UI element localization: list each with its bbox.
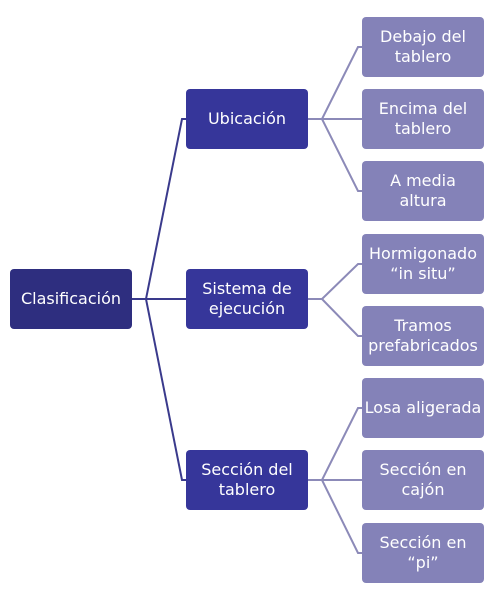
node-sistema-de-ejecucion: Sistema de ejecución	[186, 269, 308, 329]
connector-seccion-losa	[308, 407, 362, 481]
connector-ubicacion-debajo	[308, 46, 362, 120]
node-seccion-en-pi: Sección en “pi”	[362, 523, 484, 583]
node-seccion-en-cajon: Sección en cajón	[362, 450, 484, 510]
node-ubicacion: Ubicación	[186, 89, 308, 149]
node-debajo-del-tablero: Debajo del tablero	[362, 17, 484, 77]
node-clasificacion: Clasificación	[10, 269, 132, 329]
connector-root-seccion	[132, 298, 186, 481]
node-a-media-altura: A media altura	[362, 161, 484, 221]
connector-ubicacion-media	[308, 118, 362, 192]
node-losa-aligerada: Losa aligerada	[362, 378, 484, 438]
connector-root-ubicacion	[132, 118, 186, 300]
node-hormigonado-in-situ: Hormigonado “in situ”	[362, 234, 484, 294]
node-encima-del-tablero: Encima del tablero	[362, 89, 484, 149]
node-tramos-prefabricados: Tramos prefabricados	[362, 306, 484, 366]
node-seccion-del-tablero: Sección del tablero	[186, 450, 308, 510]
connector-sistema-tramos	[308, 298, 362, 337]
connector-seccion-pi	[308, 479, 362, 554]
connector-sistema-hormigonado	[308, 263, 362, 300]
